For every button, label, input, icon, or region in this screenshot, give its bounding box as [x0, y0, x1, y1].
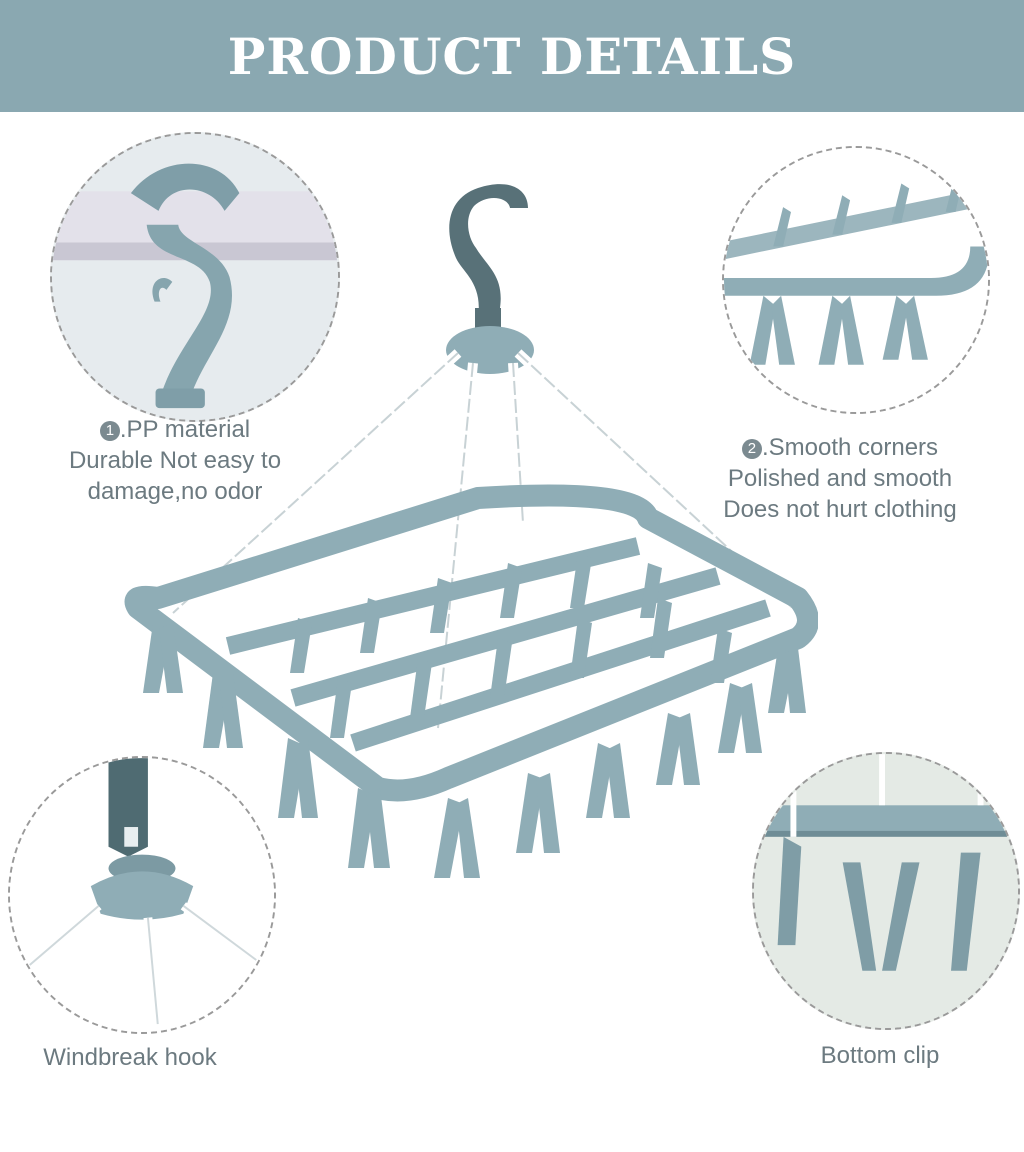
- clothes-hanger-illustration: [124, 184, 819, 878]
- hook-on-rod-image: [52, 134, 338, 420]
- number-badge-1: 1: [99, 421, 120, 441]
- header-banner: PRODUCT DETAILS: [0, 0, 1024, 112]
- detail-circle-smooth-corners: [722, 146, 990, 414]
- windbreak-hook-image: [10, 758, 274, 1032]
- number-badge-2: 2: [741, 439, 762, 459]
- product-image: [118, 168, 819, 918]
- page-title: PRODUCT DETAILS: [227, 26, 797, 86]
- clip-group: [143, 553, 806, 878]
- detail-circle-pp-material: [50, 132, 340, 422]
- feature-label-windbreak-hook: Windbreak hook: [43, 1044, 217, 1071]
- feature-label-smooth-corners: 2.Smooth corners Polished and smooth Doe…: [723, 434, 957, 523]
- detail-circle-windbreak-hook: [8, 756, 276, 1034]
- feature-label-bottom-clip: Bottom clip: [820, 1042, 940, 1069]
- corner-detail-image: [724, 148, 988, 412]
- feature-label-pp-material: 1.PP material Durable Not easy to damage…: [68, 416, 282, 505]
- bottom-clip-image: [754, 754, 1018, 1028]
- detail-circle-bottom-clip: [752, 752, 1020, 1030]
